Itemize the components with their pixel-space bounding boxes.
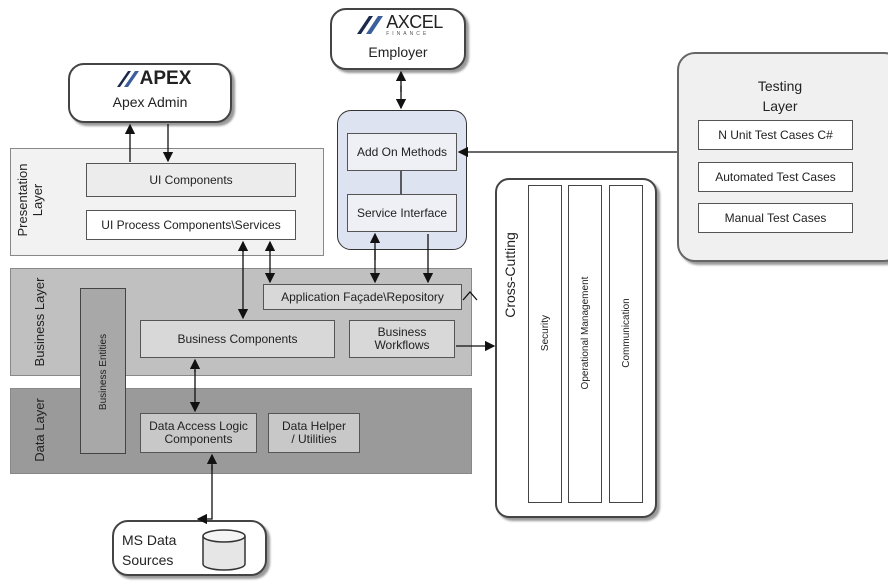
cross-cutting-column-communication — [609, 185, 643, 503]
application-facade-box: Application Façade\Repository — [263, 284, 462, 310]
apex-logo: APEX — [104, 68, 204, 90]
data-layer-label: Data Layer — [31, 398, 47, 462]
business-entities-label: Business Entities — [97, 333, 109, 411]
business-entities-box — [80, 288, 126, 454]
business-workflows-box: Business Workflows — [349, 320, 455, 358]
apex-logo-text: APEX — [139, 68, 192, 89]
ui-process-components-box: UI Process Components\Services — [86, 210, 296, 240]
communication-label: Communication — [620, 298, 632, 368]
data-access-logic-components-box: Data Access Logic Components — [140, 413, 257, 453]
testing-layer-title: Testing Layer — [757, 78, 803, 114]
database-icon — [202, 529, 246, 571]
axcel-employer-label: Employer — [368, 44, 428, 60]
testing-item-manual: Manual Test Cases — [698, 203, 853, 233]
axcel-logo-mark-icon — [357, 16, 384, 34]
axcel-logo-text: AXCEL — [386, 11, 443, 32]
testing-item-nunit: N Unit Test Cases C# — [698, 120, 853, 150]
service-interface-box: Service Interface — [347, 194, 457, 232]
ms-data-sources-label: MS Data Sources — [122, 532, 177, 568]
cross-cutting-column-operational — [568, 185, 602, 503]
axcel-logo-sub: FINANCE — [386, 30, 430, 37]
presentation-layer-label: Presentation Layer — [15, 163, 45, 237]
axcel-logo: AXCEL FINANCE — [345, 12, 455, 38]
business-layer-label: Business Layer — [31, 277, 47, 367]
apex-admin-label: Apex Admin — [112, 94, 188, 110]
data-helper-utilities-box: Data Helper / Utilities — [268, 413, 360, 453]
operational-management-label: Operational Management — [579, 276, 591, 390]
cross-cutting-column-security — [528, 185, 562, 503]
business-components-box: Business Components — [140, 320, 335, 358]
ui-components-box: UI Components — [86, 163, 296, 197]
cross-cutting-title: Cross-Cutting — [501, 232, 518, 318]
apex-logo-mark-icon — [116, 71, 139, 87]
apex-admin-node — [68, 63, 232, 123]
axcel-employer-node — [330, 8, 466, 70]
security-label: Security — [539, 314, 551, 352]
add-on-methods-box: Add On Methods — [347, 133, 457, 171]
testing-item-automated: Automated Test Cases — [698, 162, 853, 192]
